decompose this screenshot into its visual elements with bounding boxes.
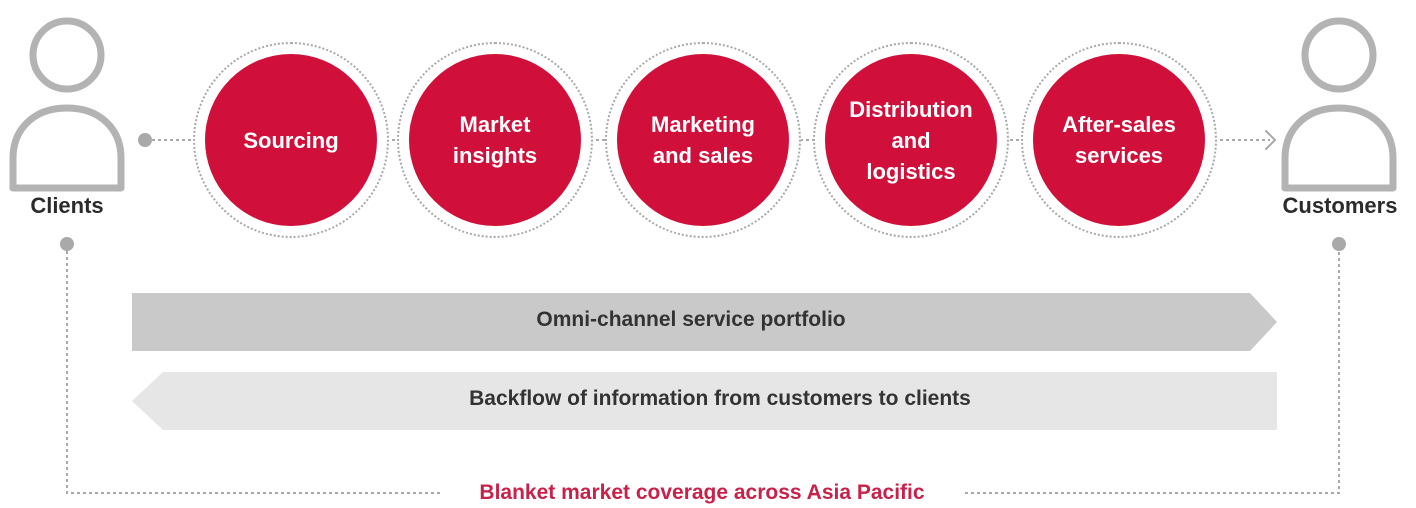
backward-flow-label: Backflow of information from customers t… <box>469 387 971 410</box>
customers-label: Customers <box>1282 193 1398 218</box>
step-sourcing: Sourcing <box>193 42 389 238</box>
step-distribution-and-logistics: Distribution and logistics <box>813 42 1009 238</box>
step-label: Sourcing <box>205 54 377 226</box>
step-label: After-sales services <box>1033 54 1205 226</box>
clients-person-icon <box>9 17 125 192</box>
step-label: Marketing and sales <box>617 54 789 226</box>
clients-label: Clients <box>30 193 104 218</box>
coverage-label: Blanket market coverage across Asia Paci… <box>442 479 962 507</box>
coverage-loop <box>60 237 1346 494</box>
step-marketing-and-sales: Marketing and sales <box>605 42 801 238</box>
backward-flow-arrow <box>132 372 1277 430</box>
step-after-sales-services: After-sales services <box>1021 42 1217 238</box>
forward-flow-label: Omni-channel service portfolio <box>536 308 846 331</box>
forward-flow-arrow <box>132 293 1277 351</box>
customers-person-icon <box>1281 17 1397 192</box>
step-market-insights: Market insights <box>397 42 593 238</box>
step-label: Market insights <box>409 54 581 226</box>
step-label: Distribution and logistics <box>825 54 997 226</box>
